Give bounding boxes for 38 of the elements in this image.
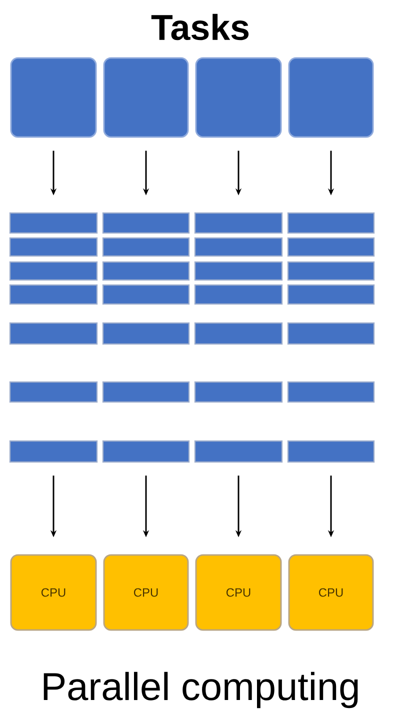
subtask-bar [287,322,375,345]
task-box [103,57,189,138]
cpu-box: CPU [195,554,282,631]
cpu-box: CPU [288,554,374,631]
subtask-bar [287,284,375,305]
subtask-bar [9,440,98,463]
subtask-bar [102,212,190,234]
subtask-bar [102,322,190,345]
subtask-bar [102,284,190,305]
subtask-bar [287,381,375,403]
subtask-bar [9,284,98,305]
subtask-bar [194,212,283,234]
subtask-bar [102,440,190,463]
subtask-bar [194,284,283,305]
subtask-bar [9,381,98,403]
subtask-bar [194,322,283,345]
task-box [10,57,97,138]
subtask-bar [194,381,283,403]
task-box [195,57,282,138]
subtask-bar [287,440,375,463]
caption: Parallel computing [44,672,358,708]
subtask-bar [9,261,98,281]
cpu-box: CPU [103,554,189,631]
subtask-bar [9,212,98,234]
task-box [288,57,374,138]
subtask-bar [194,237,283,257]
subtask-bar [102,381,190,403]
subtask-bar [194,261,283,281]
subtask-bar [287,237,375,257]
subtask-bar [287,261,375,281]
subtask-bar [102,261,190,281]
subtask-bar [102,237,190,257]
cpu-box: CPU [10,554,97,631]
subtask-bar [9,322,98,345]
title: Tasks [151,14,249,40]
subtask-bar [9,237,98,257]
subtask-bar [287,212,375,234]
subtask-bar [194,440,283,463]
